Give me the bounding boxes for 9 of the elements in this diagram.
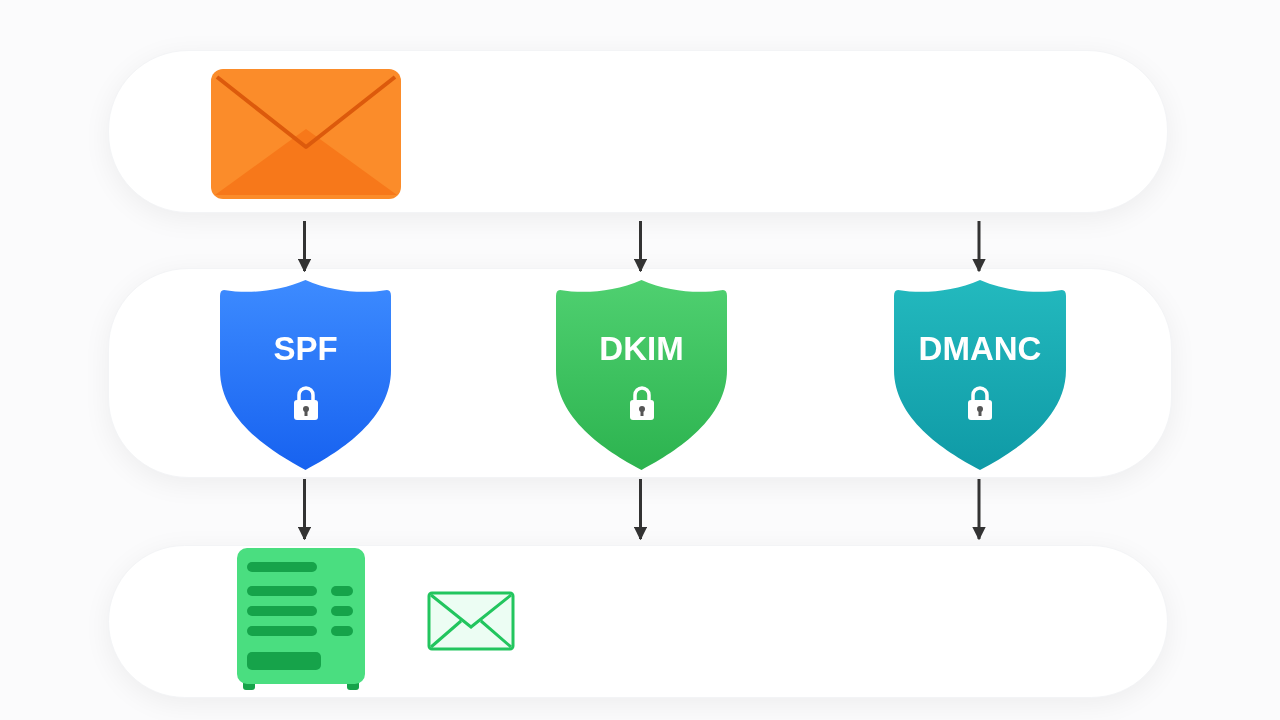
arrow xyxy=(297,479,312,541)
arrow xyxy=(972,221,986,273)
shield-label: SPF xyxy=(273,332,338,365)
arrow xyxy=(633,479,648,541)
arrow xyxy=(633,221,648,273)
shield-label: DKIM xyxy=(599,332,684,365)
shield-label: DMANC xyxy=(918,332,1042,365)
arrow xyxy=(297,221,312,273)
arrow xyxy=(972,479,986,541)
